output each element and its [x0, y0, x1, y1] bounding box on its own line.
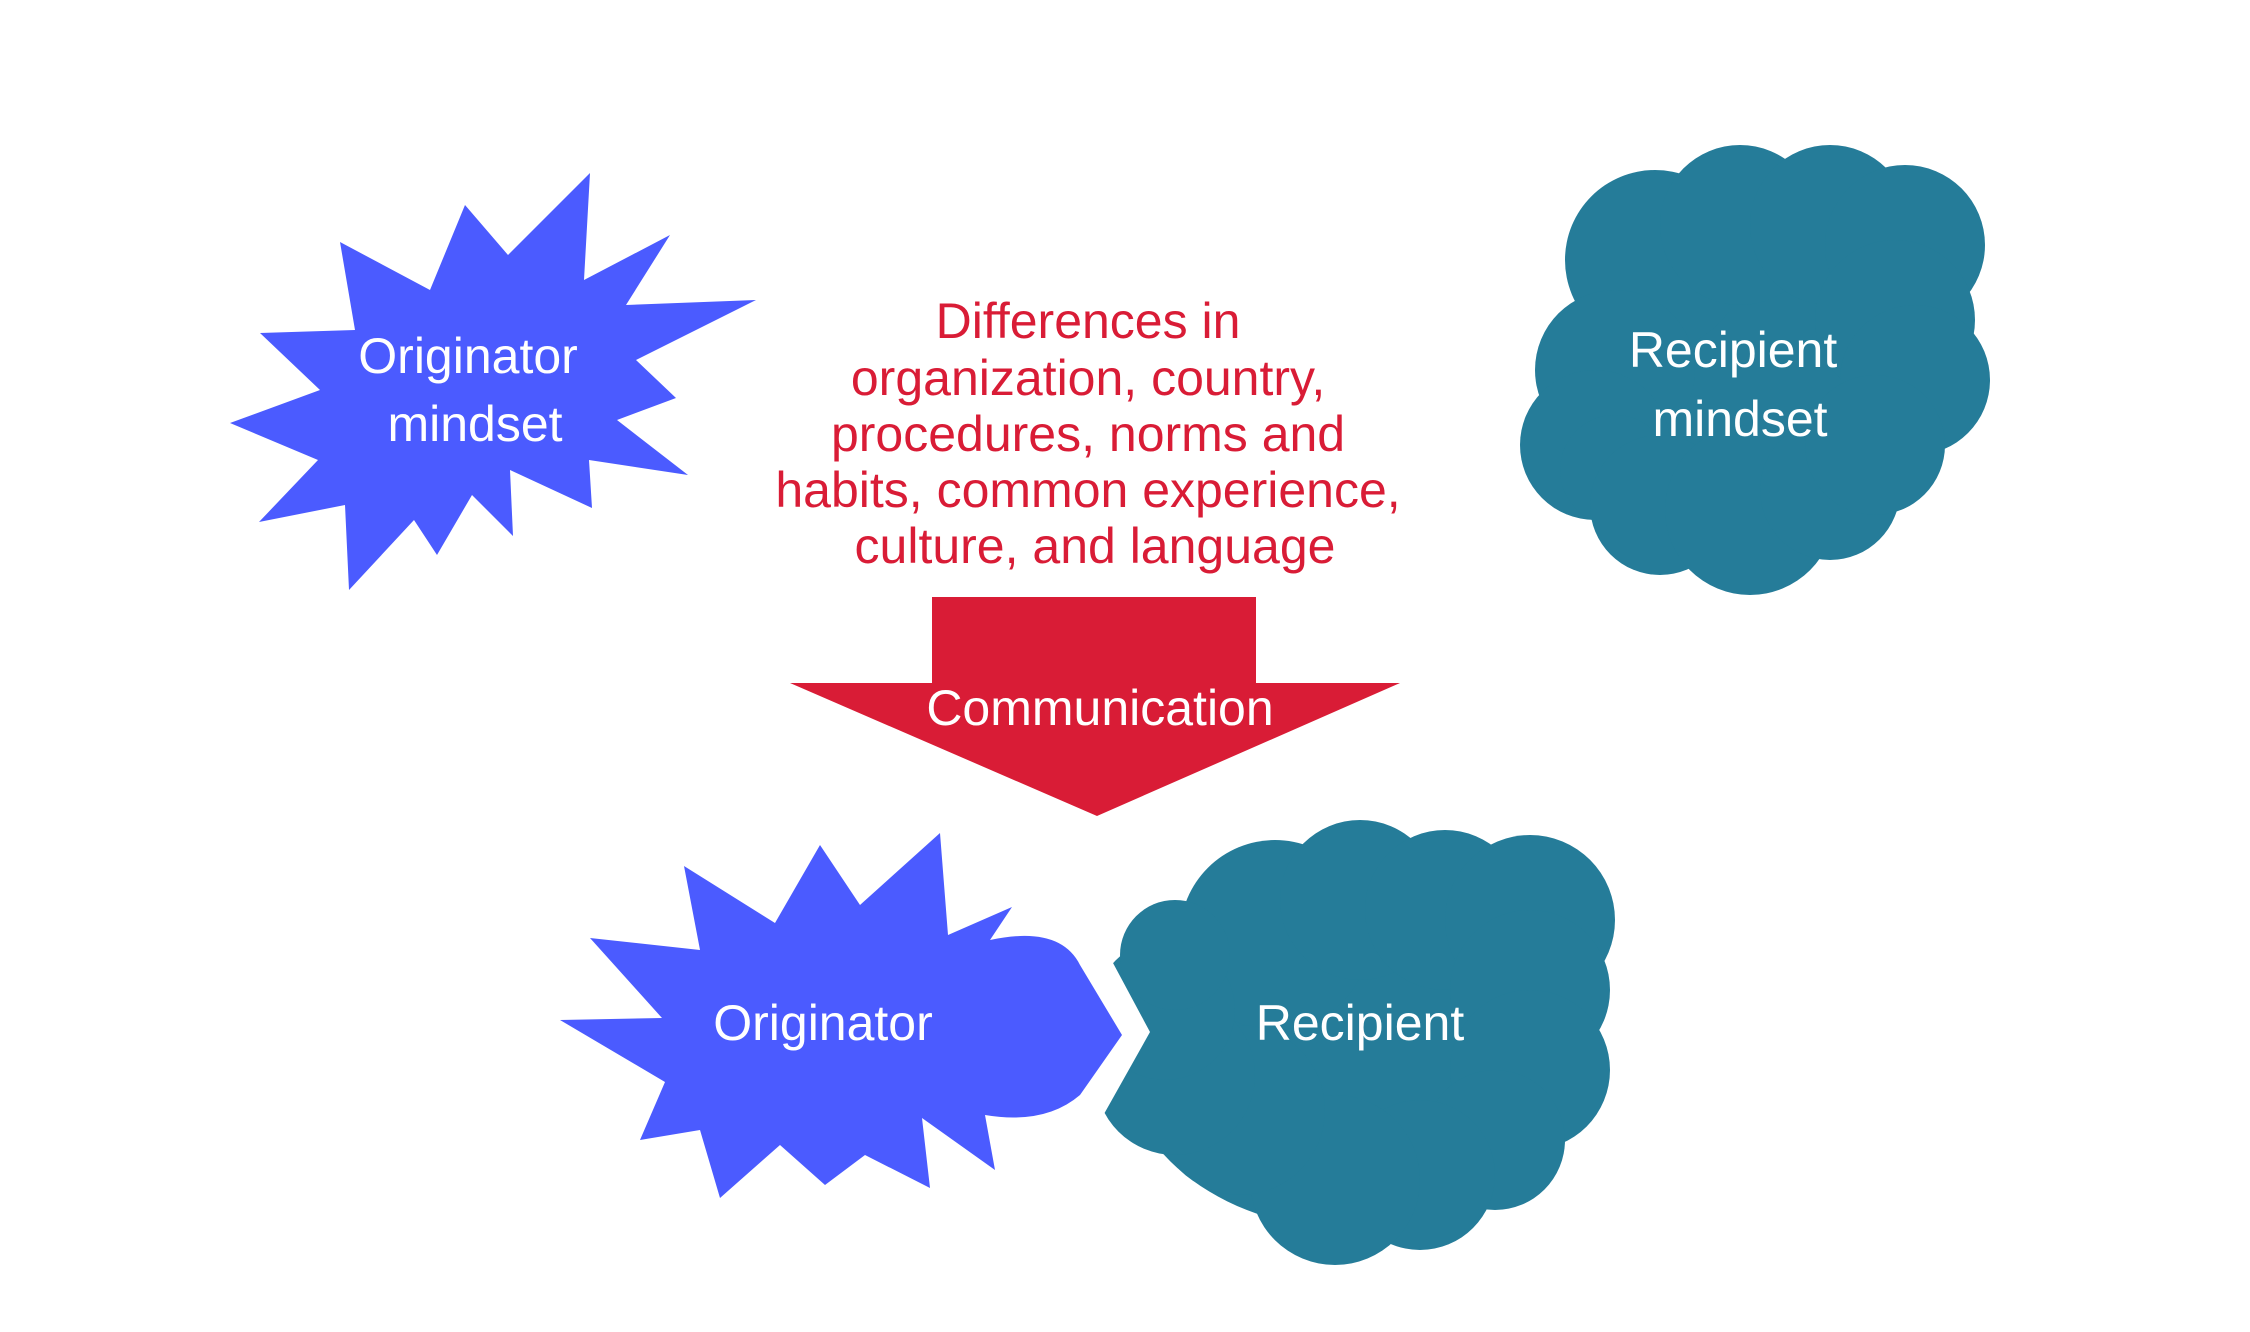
communication-arrow-shape	[790, 597, 1400, 816]
recipient-cloud	[1095, 820, 1615, 1265]
originator-mindset-line2: mindset	[387, 396, 562, 452]
recipient-mindset-line2: mindset	[1652, 391, 1827, 447]
recipient-mindset-shape: Recipient mindset	[1520, 145, 1990, 595]
recipient-label: Recipient	[1256, 995, 1465, 1051]
originator-mindset-line1: Originator	[358, 328, 578, 384]
differences-line-1: Differences in	[936, 293, 1241, 349]
bottom-originator-shape: Originator	[560, 833, 1122, 1198]
differences-line-3: procedures, norms and	[831, 406, 1345, 462]
connector-gap	[1048, 935, 1150, 1130]
originator-mindset-starburst	[230, 173, 756, 590]
differences-line-4: habits, common experience,	[775, 462, 1400, 518]
differences-line-5: culture, and language	[855, 518, 1336, 574]
bottom-recipient-shape: Recipient	[1095, 820, 1615, 1265]
originator-mindset-label: Originator mindset	[358, 328, 591, 452]
originator-label: Originator	[713, 995, 933, 1051]
originator-starburst	[560, 833, 1122, 1198]
communication-arrow-label: Communication	[926, 680, 1273, 736]
recipient-mindset-line1: Recipient	[1629, 322, 1838, 378]
recipient-mindset-cloud	[1520, 145, 1990, 595]
differences-line-2: organization, country,	[851, 350, 1325, 406]
communication-arrow: Communication	[790, 597, 1400, 816]
originator-mindset-shape: Originator mindset	[230, 173, 756, 590]
recipient-mindset-label: Recipient mindset	[1629, 322, 1851, 447]
differences-text: Differences in organization, country, pr…	[775, 293, 1414, 574]
